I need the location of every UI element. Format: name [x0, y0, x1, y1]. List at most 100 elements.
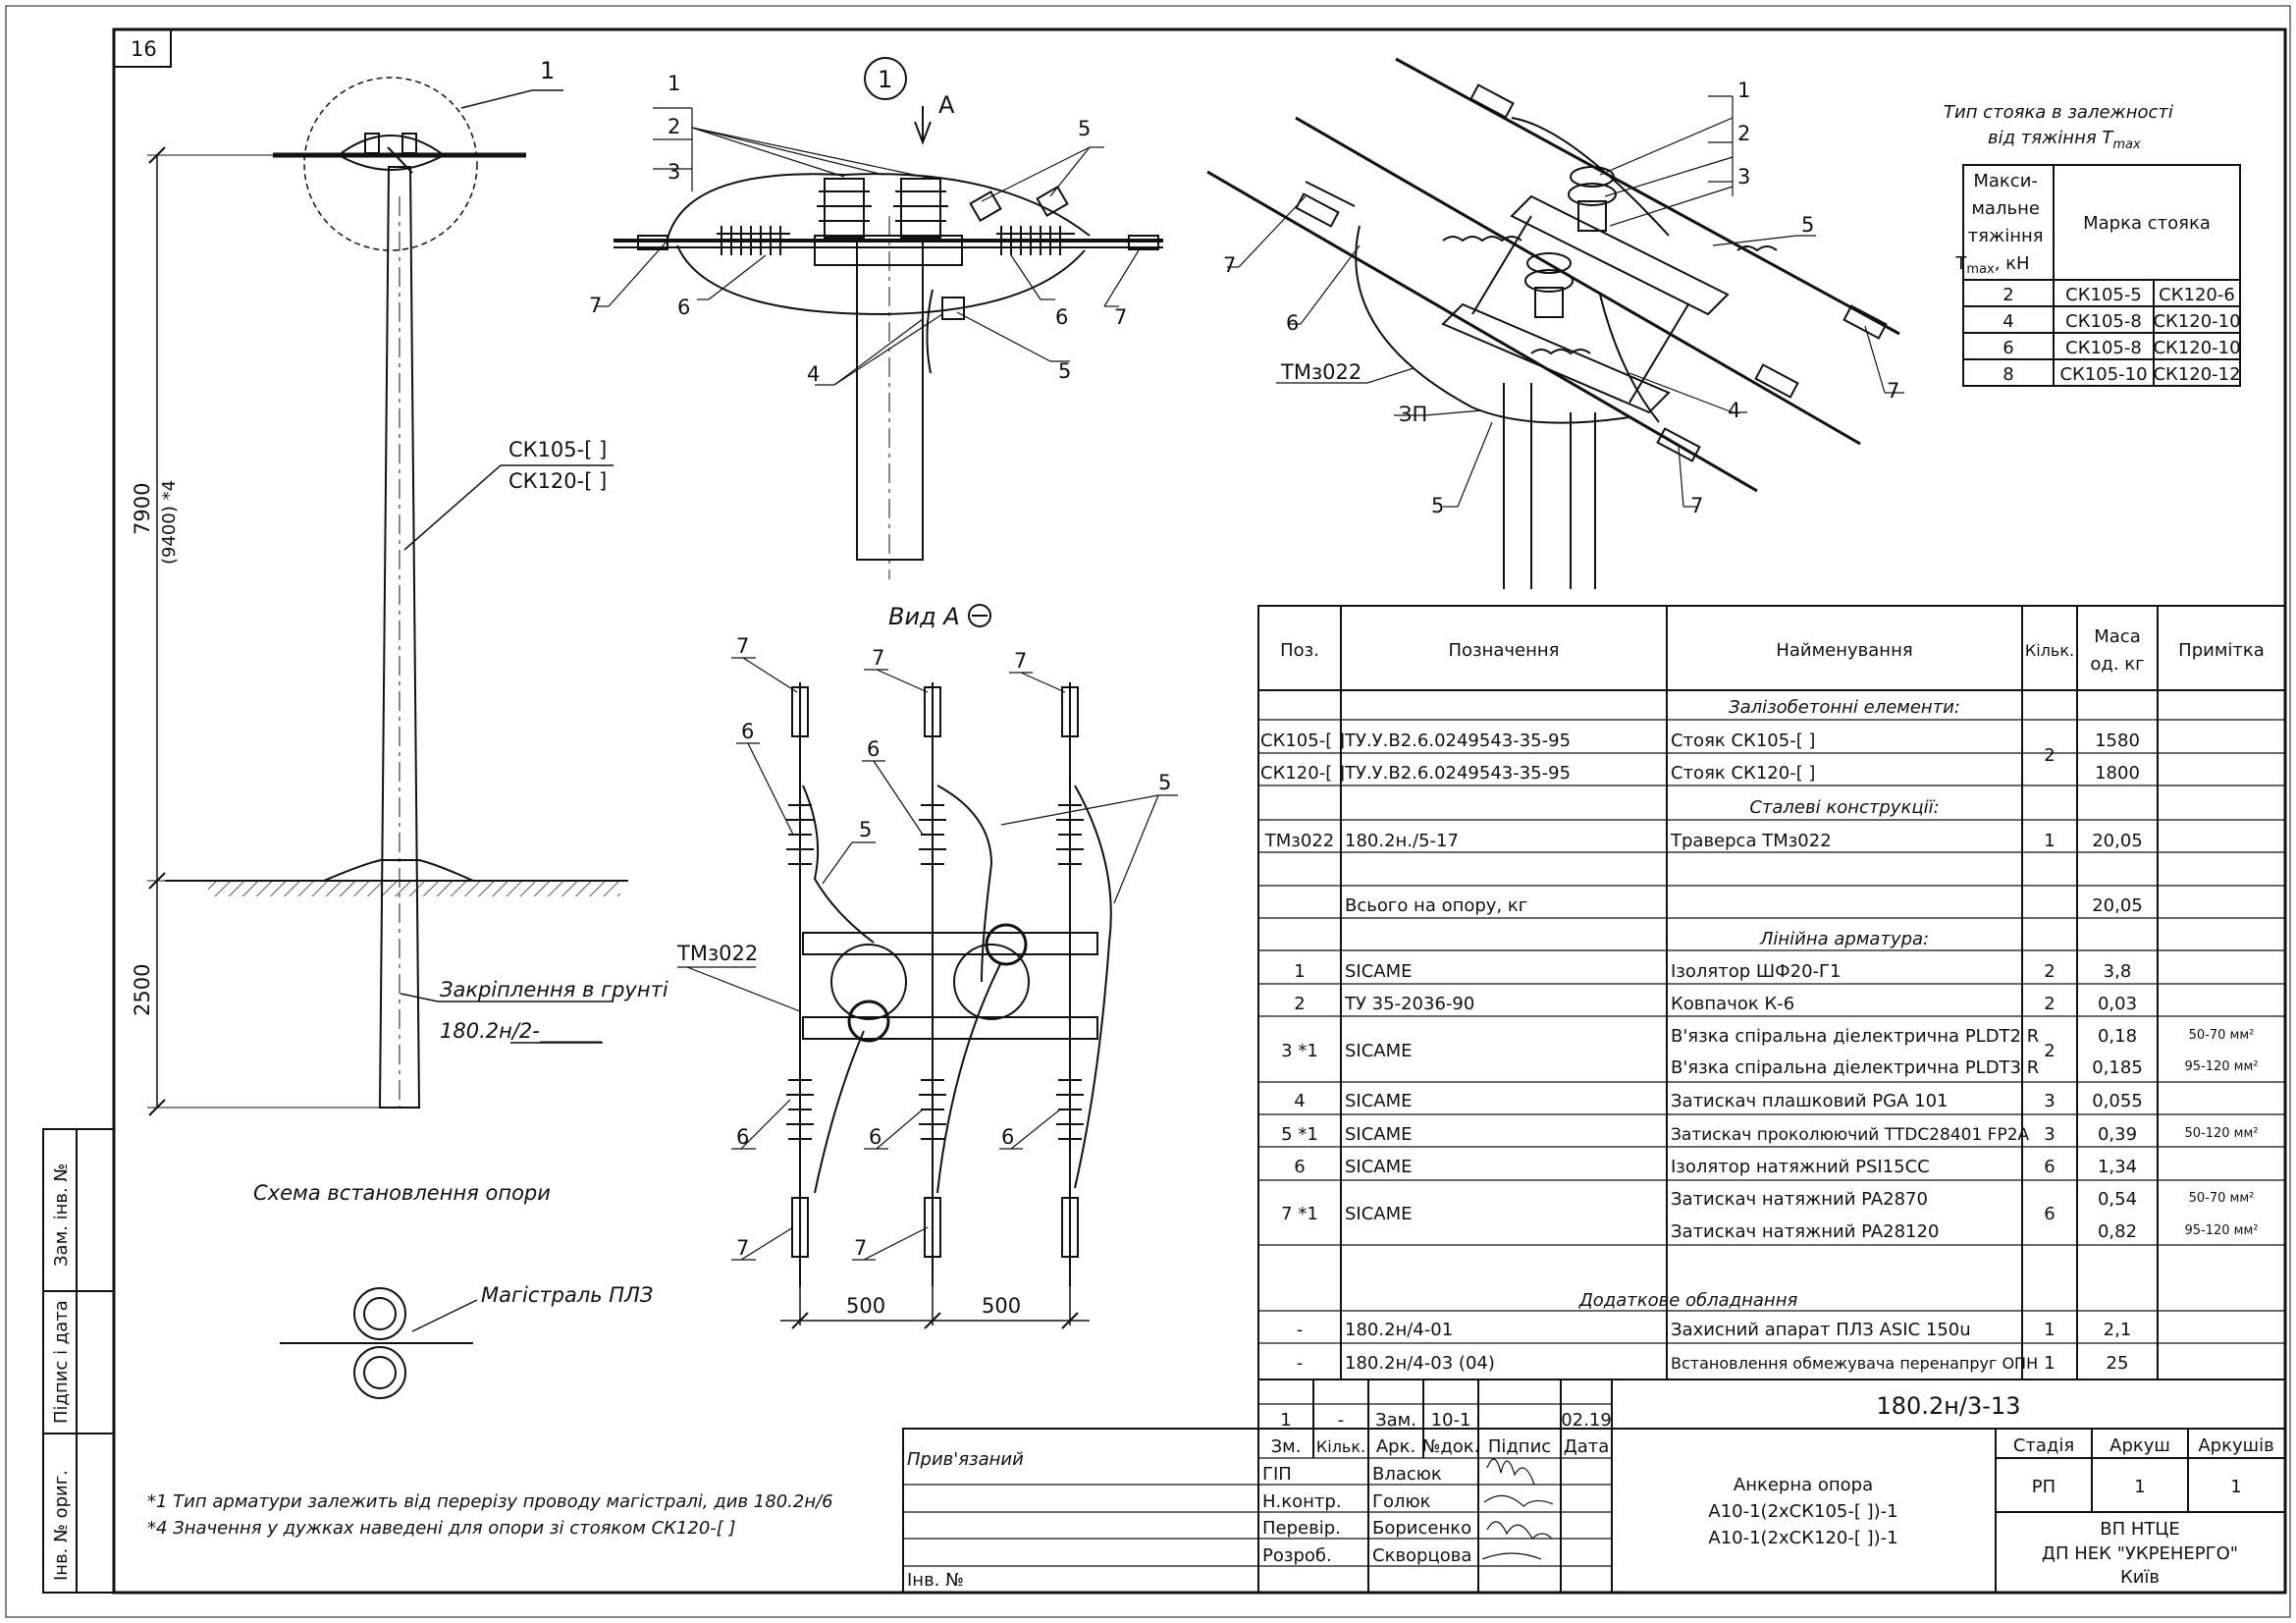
d1-pos-7b: 7: [1114, 305, 1127, 329]
spec-cell: 0,39: [2098, 1124, 2137, 1145]
d1-pos-5b: 5: [1058, 359, 1071, 383]
spec-h-mass-2: од. кг: [2090, 654, 2144, 675]
spec-cell: Траверса ТМз022: [1670, 831, 1832, 851]
spec-note: 50-70 мм²: [2189, 1028, 2255, 1043]
iso-pos-2: 2: [1737, 122, 1750, 145]
spec-cell: 0,18: [2098, 1026, 2137, 1047]
va-pos-6a: 6: [741, 720, 754, 743]
va-dim-2: 500: [982, 1294, 1021, 1318]
title-block: 180.2н/3-13 1 - Зам. 10-1 02.19 Зм. Кіль…: [907, 1392, 2274, 1591]
footnote-1: *1 Тип арматури залежить від перерізу пр…: [147, 1491, 833, 1512]
d1-pos-2: 2: [667, 115, 680, 138]
spec-table: Поз. Позначення Найменування Кільк. Маса…: [1260, 626, 2265, 1374]
org-3: Київ: [2120, 1567, 2160, 1588]
type-row-a: СК105-8: [2065, 338, 2142, 358]
spec-cell: 20,05: [2092, 895, 2143, 916]
spec-cell: 6: [2044, 1157, 2055, 1177]
spec-cell: SICAME: [1345, 1124, 1413, 1145]
spec-note: 50-120 мм²: [2184, 1126, 2258, 1141]
depth-dim: 2500: [131, 964, 154, 1016]
drawing-code: 180.2н/3-13: [1877, 1392, 2021, 1420]
spec-cell: Ковпачок К-6: [1671, 994, 1794, 1014]
inv-label: Інв. №: [907, 1570, 964, 1591]
spec-cell: 0,54: [2098, 1189, 2137, 1210]
type-table: [1962, 164, 2241, 387]
role: Розроб.: [1262, 1545, 1332, 1566]
spec-cell: 2: [2044, 1041, 2055, 1061]
spec-cell: 2,1: [2104, 1320, 2132, 1340]
spec-h-name: Найменування: [1776, 640, 1912, 661]
stage-header: Стадія: [2013, 1435, 2074, 1456]
va-pos-7c: 7: [1014, 649, 1027, 673]
spec-cell: 3: [2044, 1091, 2055, 1111]
type-row-t: 8: [2002, 364, 2013, 385]
spec-cell: Стояк СК120-[ ]: [1671, 763, 1815, 784]
va-pos-7e: 7: [854, 1236, 867, 1260]
spec-cell: Ізолятор ШФ20-Г1: [1671, 961, 1841, 982]
fixing-ref: 180.2н/2-______: [440, 1019, 602, 1044]
spec-cell: 0,055: [2092, 1091, 2143, 1111]
object-name-3: А10-1(2хСК120-[ ])-1: [1708, 1528, 1897, 1548]
type-row-b: СК120-6: [2159, 285, 2235, 305]
spec-cell: 1: [2044, 831, 2055, 851]
type-row-t: 4: [2002, 311, 2013, 332]
spec-h-mass-1: Маса: [2094, 626, 2141, 647]
iso-pos-6: 6: [1286, 311, 1299, 335]
stamp-sign-date: Підпис і дата: [51, 1300, 72, 1424]
stamp-inv-zam: Зам. інв. №: [51, 1163, 72, 1267]
spec-note: 50-70 мм²: [2189, 1191, 2255, 1206]
iso-ground: ЗП: [1399, 403, 1427, 426]
stage-value: РП: [2032, 1477, 2056, 1497]
install-callout: 1: [540, 57, 555, 84]
spec-cell: Затискач проколюючий TTDC28401 FP2A: [1671, 1125, 2030, 1145]
d1-pos-7a: 7: [589, 294, 602, 317]
org-1: ВП НТЦЕ: [2100, 1519, 2179, 1540]
view-arrow-label: A: [938, 91, 955, 119]
spec-cell: В'язка спіральна діелектрична PLDT3 R: [1671, 1057, 2039, 1078]
role-name: Борисенко: [1372, 1518, 1471, 1539]
spec-cell: 1: [2044, 1320, 2055, 1340]
head-cell: Кільк.: [1316, 1437, 1365, 1456]
sheets-value: 1: [2230, 1477, 2241, 1497]
spec-cell: -: [1297, 1353, 1304, 1374]
iso-traverse: ТМз022: [1280, 360, 1362, 384]
d1-pos-5a: 5: [1078, 117, 1091, 140]
spec-cell: SICAME: [1345, 1041, 1413, 1061]
d1-pos-1: 1: [667, 72, 680, 95]
spec-cell: 3,8: [2104, 961, 2132, 982]
view-a-traverse: ТМз022: [676, 942, 758, 965]
sheet-value: 1: [2134, 1477, 2145, 1497]
iso-pos-4: 4: [1728, 399, 1740, 422]
spec-cell: Затискач натяжний PA2870: [1671, 1189, 1928, 1210]
spec-cell: SICAME: [1345, 1204, 1413, 1224]
iso-pos-7a: 7: [1887, 379, 1899, 403]
va-pos-6d: 6: [869, 1125, 881, 1149]
stamp-inv-orig: Інв. № ориг.: [51, 1470, 72, 1581]
object-name-2: А10-1(2хСК105-[ ])-1: [1708, 1501, 1897, 1522]
installation-scheme: [147, 77, 628, 1399]
va-pos-5b: 5: [859, 818, 872, 841]
org-2: ДП НЕК "УКРЕНЕРГО": [2042, 1543, 2238, 1564]
spec-cell: 0,82: [2098, 1221, 2137, 1242]
head-cell: Арк.: [1376, 1436, 1415, 1457]
type-row-a: СК105-5: [2065, 285, 2142, 305]
d1-pos-3: 3: [667, 160, 680, 184]
role-name: Скворцова: [1372, 1545, 1471, 1566]
title-block-grid: [902, 1379, 2286, 1594]
iso-pos-5b: 5: [1431, 494, 1444, 517]
spec-cell: 3: [2044, 1124, 2055, 1145]
va-pos-6b: 6: [867, 737, 880, 761]
head-cell: Зм.: [1271, 1436, 1302, 1457]
spec-cell: SICAME: [1345, 1157, 1413, 1177]
spec-h-qty: Кільк.: [2025, 641, 2074, 660]
type-row-a: СК105-8: [2065, 311, 2142, 332]
type-table-col1: Макси- мальне тяжіння Тmax, кН: [1954, 171, 2049, 277]
spec-cell: ТМз022: [1264, 831, 1334, 851]
va-pos-6c: 6: [736, 1125, 749, 1149]
role-name: Голюк: [1372, 1491, 1431, 1512]
spec-cell: 7 *1: [1281, 1204, 1318, 1224]
spec-cell: 2: [2044, 745, 2055, 766]
iso-pos-1: 1: [1737, 79, 1750, 102]
spec-cell: 180.2н/4-01: [1345, 1320, 1453, 1340]
object-name-1: Анкерна опора: [1734, 1475, 1873, 1495]
